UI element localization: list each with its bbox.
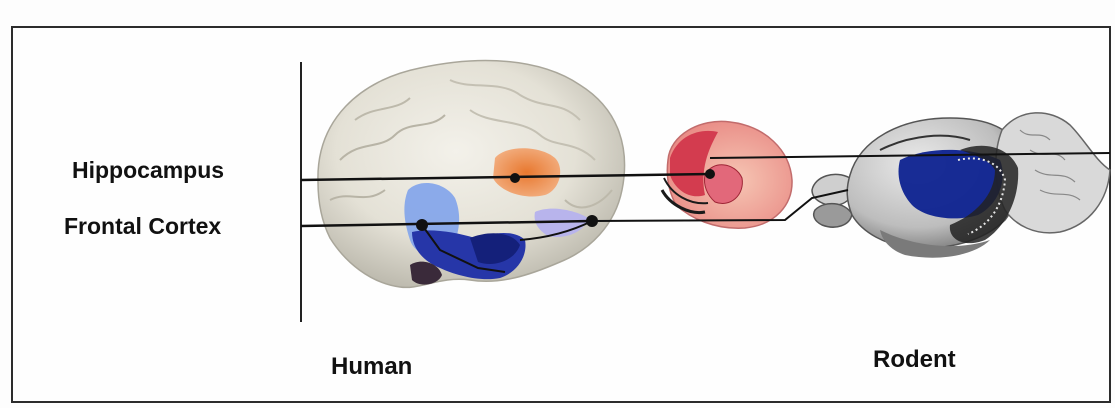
frontal-cortex-label: Frontal Cortex	[64, 213, 221, 240]
rodent-label: Rodent	[873, 346, 956, 374]
rodent-hippocampus-marker	[705, 169, 715, 179]
hippocampus-marker	[510, 173, 520, 183]
hippocampus-label: Hippocampus	[72, 157, 224, 184]
frontal-marker-right	[586, 215, 598, 227]
human-brain-illustration	[318, 61, 625, 288]
frontal-marker	[416, 219, 428, 231]
rodent-brain-illustration	[812, 113, 1110, 258]
human-label: Human	[331, 353, 412, 381]
